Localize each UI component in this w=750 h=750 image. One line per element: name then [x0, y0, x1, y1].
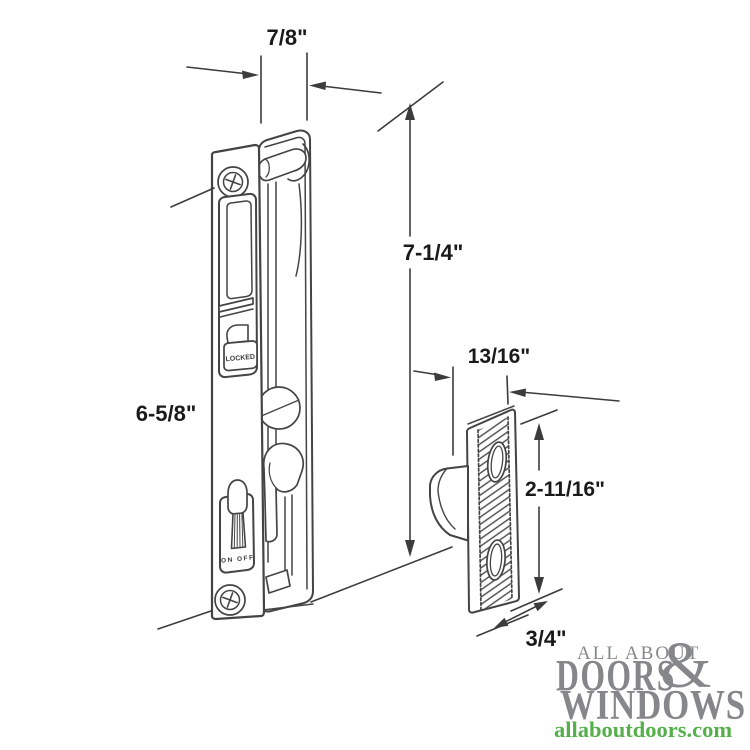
dim-keeper-depth: 3/4" — [476, 601, 567, 651]
dim-keeper-width: 13/16" — [413, 345, 620, 456]
dim-lock-width: 7/8" — [186, 25, 382, 124]
lock-slide-step — [226, 324, 249, 344]
lock-assembly: LOCKED ON OFF — [210, 129, 314, 621]
keeper-slot-top — [486, 441, 508, 483]
latch-hook — [262, 442, 305, 543]
keeper-slot-bottom — [486, 539, 506, 581]
lever-stem — [230, 512, 247, 550]
onoff-label: ON OFF — [221, 554, 255, 564]
dim-overall-height: 7-1/4" — [310, 81, 464, 603]
svg-text:6-5/8": 6-5/8" — [136, 401, 197, 426]
svg-text:2-11/16": 2-11/16" — [525, 478, 605, 501]
pull-recess: LOCKED — [218, 192, 258, 379]
locked-tab — [223, 340, 258, 372]
dim-screw-spacing: 6-5/8" — [136, 187, 215, 630]
phillips-cross-icon — [222, 592, 238, 608]
svg-text:3/4": 3/4" — [525, 626, 566, 651]
latch-hook-top — [287, 143, 310, 182]
pull-shelf — [218, 297, 254, 313]
latch-mechanism — [257, 143, 310, 594]
keeper — [429, 405, 520, 614]
svg-text:13/16": 13/16" — [468, 345, 531, 368]
svg-text:7/8": 7/8" — [266, 25, 307, 50]
top-screw — [217, 166, 249, 198]
keeper-wedge — [429, 465, 469, 542]
latch-pivot-cylinder — [257, 148, 307, 182]
locked-label: LOCKED — [225, 354, 255, 364]
latch-foot — [265, 569, 291, 594]
dim-keeper-height: 2-11/16" — [510, 409, 605, 612]
toggle-lever: ON OFF — [219, 479, 255, 574]
lever-head — [227, 479, 248, 515]
svg-text:7-1/4": 7-1/4" — [403, 240, 464, 265]
bottom-screw — [214, 584, 246, 616]
phillips-cross-icon — [225, 174, 241, 190]
